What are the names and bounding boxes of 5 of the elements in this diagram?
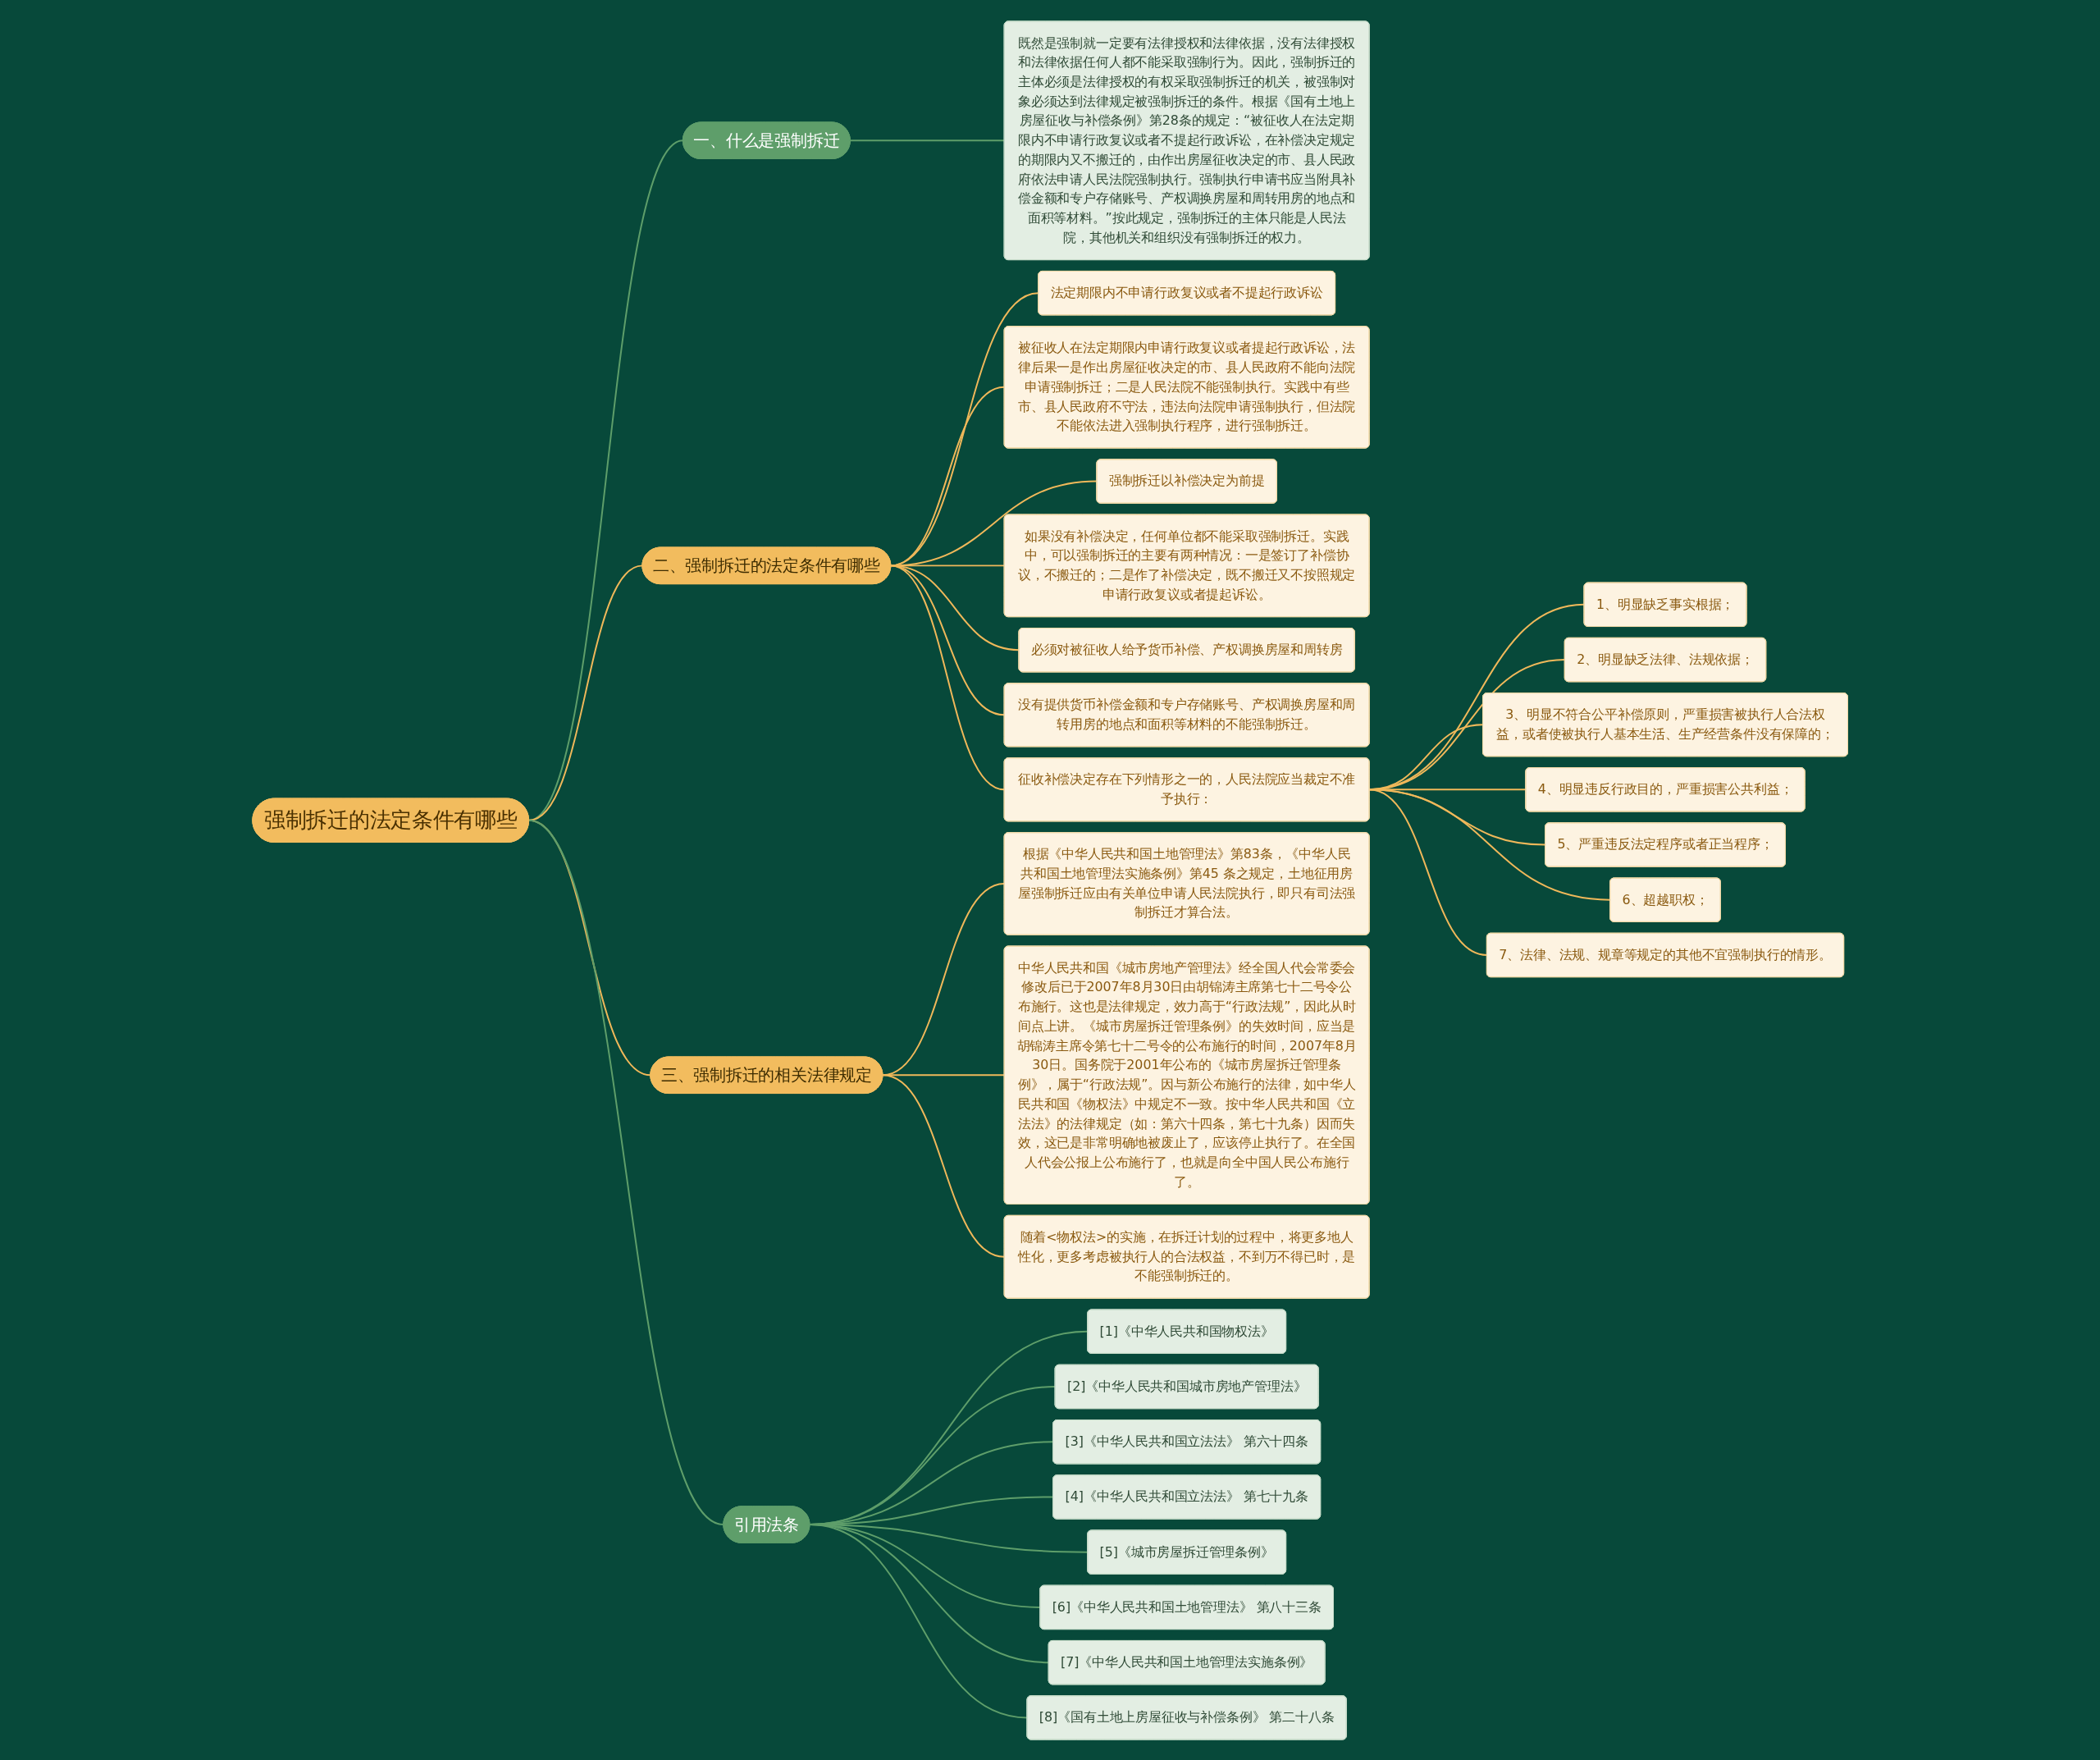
connector xyxy=(889,564,1005,790)
connector xyxy=(849,139,1005,141)
connector xyxy=(889,564,1020,651)
connector xyxy=(1367,788,1488,956)
connector xyxy=(881,1073,1005,1258)
